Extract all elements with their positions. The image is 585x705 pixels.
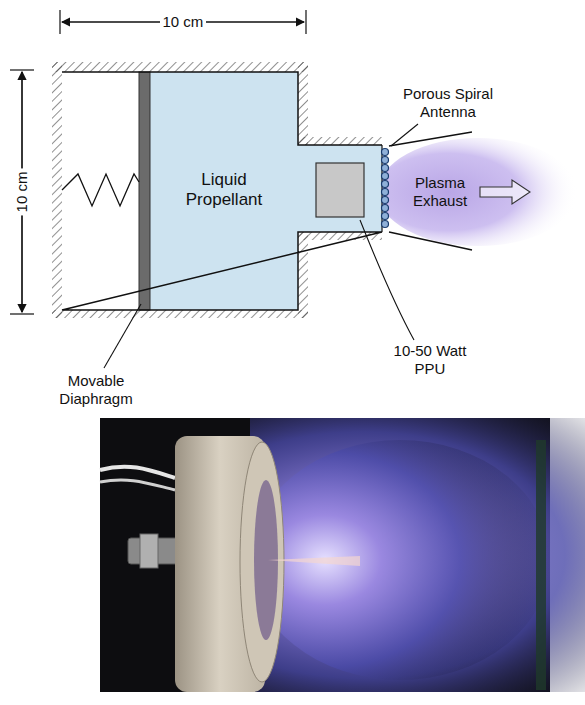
housing-outline <box>62 72 382 310</box>
leader-lines <box>104 124 418 368</box>
spring-symbol <box>62 174 139 206</box>
thruster-photo <box>100 418 585 692</box>
diaphragm <box>139 72 150 310</box>
spiral-antenna <box>382 145 389 232</box>
feed-neck <box>298 145 382 232</box>
dimension-label: 10 cm <box>13 169 31 216</box>
hatched-walls <box>52 62 382 318</box>
part-label: Movable Diaphragm <box>51 372 141 408</box>
ppu-box <box>316 163 364 217</box>
region-label: Plasma Exhaust <box>406 174 474 210</box>
region-label: Liquid Propellant <box>173 170 275 211</box>
exhaust-arrow <box>480 180 530 204</box>
plasma-plume <box>378 138 578 246</box>
propellant-tank <box>150 72 298 310</box>
propellant-region: Liquid Propellant <box>169 168 279 213</box>
exhaust-plume: Plasma Exhaust <box>402 172 478 212</box>
spring-chamber <box>62 72 140 310</box>
part-label: 10-50 Watt PPU <box>385 342 475 378</box>
dimension-label: 10 cm <box>160 13 207 31</box>
part-label: Porous Spiral Antenna <box>389 85 507 121</box>
